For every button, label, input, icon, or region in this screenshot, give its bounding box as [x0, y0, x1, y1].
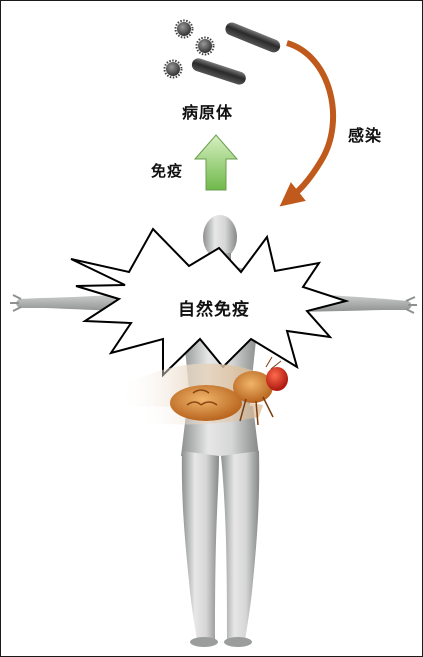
virus-icon — [165, 61, 182, 78]
immunity-label: 免疫 — [151, 160, 183, 181]
pathogens-icon — [165, 21, 283, 87]
bacterium-icon — [190, 57, 247, 87]
virus-icon — [176, 21, 193, 38]
infection-arrow-icon — [287, 43, 333, 199]
fruit-fly-icon — [119, 357, 288, 425]
pathogen-label: 病原体 — [182, 99, 233, 123]
innate-immunity-label: 自然免疫 — [178, 295, 250, 320]
immunity-arrow-icon — [195, 135, 237, 190]
virus-icon — [197, 38, 214, 55]
infection-label: 感染 — [348, 122, 382, 146]
bacterium-icon — [223, 21, 282, 55]
